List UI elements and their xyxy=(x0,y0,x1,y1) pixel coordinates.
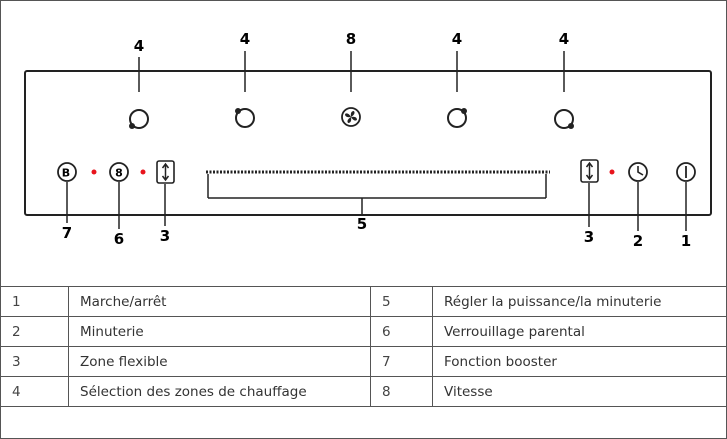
legend-row: 4 Sélection des zones de chauffage 8 Vit… xyxy=(0,376,727,407)
legend-label: Zone flexible xyxy=(68,346,371,377)
lock-glyph: 8 xyxy=(115,167,123,180)
callout-speed: 8 xyxy=(346,30,356,48)
zone-4-icon[interactable] xyxy=(554,109,574,129)
legend-number: 2 xyxy=(0,316,69,347)
legend-number: 5 xyxy=(370,286,433,317)
callout-zone-2: 4 xyxy=(240,30,250,48)
callout-flex-left: 3 xyxy=(160,227,170,245)
legend-number: 3 xyxy=(0,346,69,377)
callout-zone-3: 4 xyxy=(452,30,462,48)
legend-row: 3 Zone flexible 7 Fonction booster xyxy=(0,346,727,377)
legend-label: Verrouillage parental xyxy=(432,316,727,347)
callout-zone-4: 4 xyxy=(559,30,569,48)
legend-label: Marche/arrêt xyxy=(68,286,371,317)
legend-number: 1 xyxy=(0,286,69,317)
booster-indicator-dot xyxy=(91,169,97,175)
callout-flex-right: 3 xyxy=(584,228,594,246)
callout-lock: 6 xyxy=(114,230,124,248)
legend-number: 6 xyxy=(370,316,433,347)
lock-icon[interactable]: 8 xyxy=(109,162,129,182)
legend-number: 7 xyxy=(370,346,433,377)
top-leader-lines xyxy=(138,51,565,92)
legend-number: 4 xyxy=(0,376,69,407)
legend-label: Sélection des zones de chauffage xyxy=(68,376,371,407)
legend-row: 1 Marche/arrêt 5 Régler la puissance/la … xyxy=(0,286,727,317)
callout-zone-1: 4 xyxy=(134,37,144,55)
legend-table: 1 Marche/arrêt 5 Régler la puissance/la … xyxy=(0,286,727,407)
clock-icon[interactable] xyxy=(628,162,648,182)
flex-zone-left-icon[interactable] xyxy=(156,160,175,184)
legend-label: Minuterie xyxy=(68,316,371,347)
lock-indicator-dot xyxy=(140,169,146,175)
fan-speed-icon[interactable] xyxy=(341,107,361,127)
zone-3-icon[interactable] xyxy=(447,108,467,128)
legend-number: 8 xyxy=(370,376,433,407)
control-panel-outline xyxy=(24,70,712,216)
booster-glyph: B xyxy=(62,167,70,180)
flex-right-indicator-dot xyxy=(609,169,615,175)
control-panel-diagram: 4 4 8 4 4 B 8 xyxy=(24,30,712,250)
legend-row: 2 Minuterie 6 Verrouillage parental xyxy=(0,316,727,347)
callout-booster: 7 xyxy=(62,224,72,242)
callout-power: 1 xyxy=(681,232,691,250)
power-icon[interactable] xyxy=(676,162,696,182)
booster-icon[interactable]: B xyxy=(57,162,77,182)
legend-label: Vitesse xyxy=(432,376,727,407)
legend-label: Fonction booster xyxy=(432,346,727,377)
zone-1-icon[interactable] xyxy=(129,109,149,129)
callout-slider: 5 xyxy=(357,215,367,233)
bottom-leader-lines xyxy=(66,174,687,231)
legend-label: Régler la puissance/la minuterie xyxy=(432,286,727,317)
zone-2-icon[interactable] xyxy=(235,108,255,128)
flex-zone-right-icon[interactable] xyxy=(580,159,599,183)
callout-timer: 2 xyxy=(633,232,643,250)
